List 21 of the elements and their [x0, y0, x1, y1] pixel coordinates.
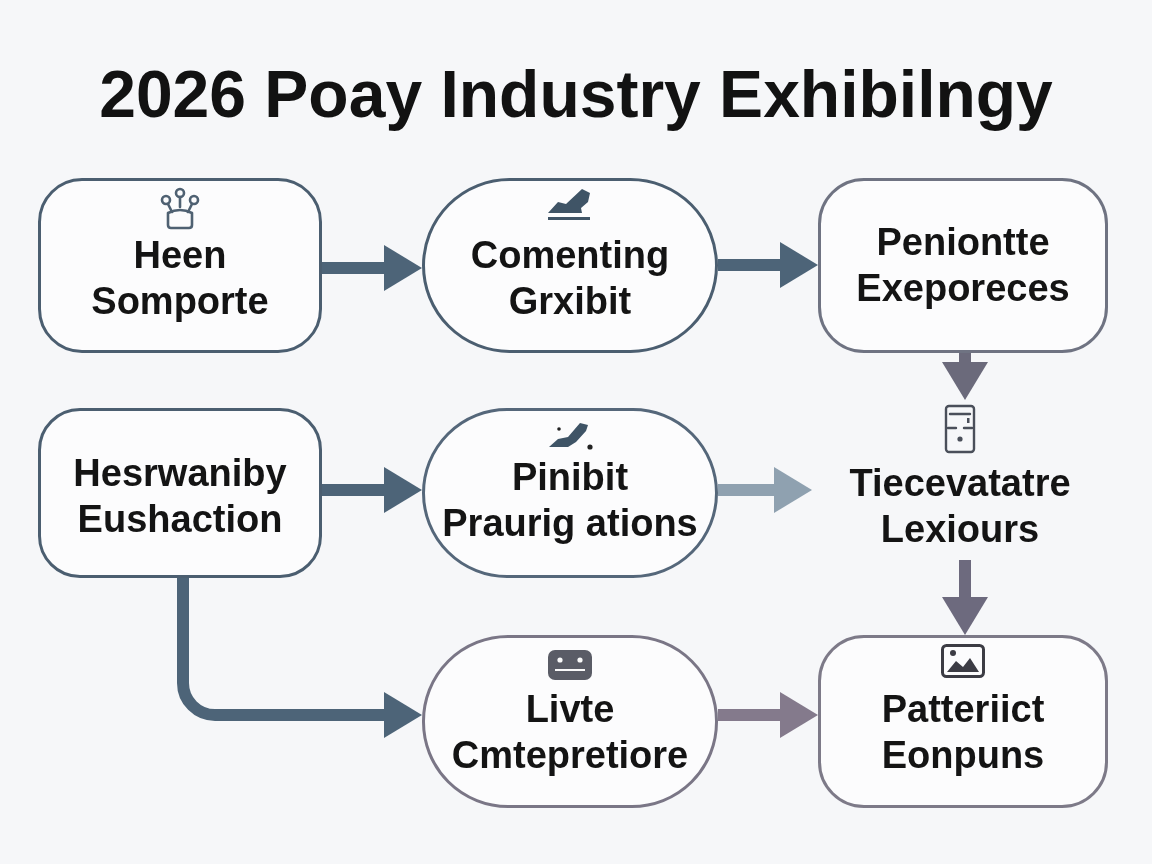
arrow [718, 467, 812, 513]
arrow [942, 560, 988, 635]
arrow [718, 242, 818, 288]
node-label: Patteriict Eonpuns [880, 686, 1046, 778]
node-label: Pinibit Praurig ations [441, 455, 699, 546]
arrow [942, 353, 988, 400]
node-label: Hesrwaniby Eushaction [72, 451, 288, 542]
node-label: Livte Cmtepretiore [450, 686, 690, 778]
process-box [38, 178, 322, 353]
node-label: Comenting Grxibit [469, 232, 671, 324]
arrow [177, 578, 422, 738]
process-box [818, 635, 1108, 808]
arrow [322, 245, 422, 291]
node-label: Tiecevatatre Lexiours [848, 461, 1072, 552]
arrow [718, 692, 818, 738]
title: 2026 Poay Industry Exhibilngy [98, 57, 1054, 133]
process-box [38, 408, 322, 578]
process-box [818, 178, 1108, 353]
node-label: Peniontte Exeporeces [855, 219, 1071, 311]
node-label: Heen Somporte [90, 232, 270, 324]
arrow [322, 467, 422, 513]
